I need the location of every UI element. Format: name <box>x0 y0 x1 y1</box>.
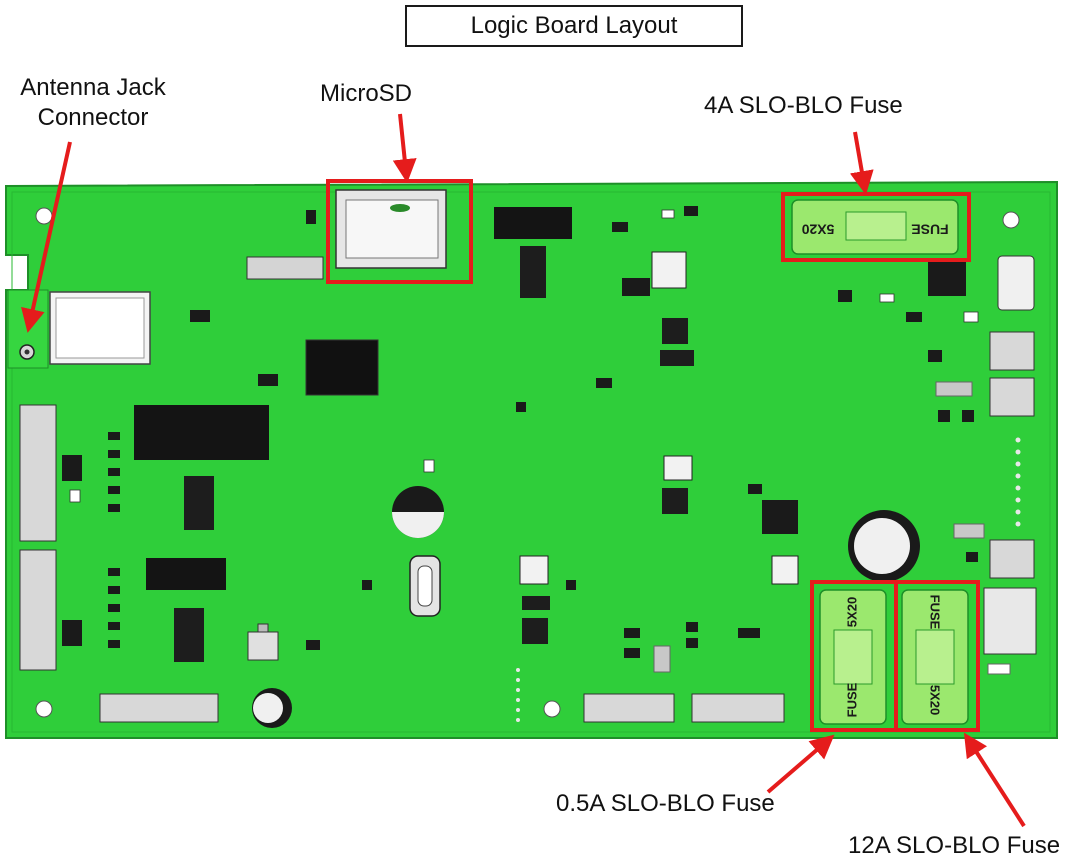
soic-chip <box>660 350 694 366</box>
pcb-board <box>5 180 1058 739</box>
arrow-antenna <box>21 141 72 333</box>
grey-pad <box>953 523 985 539</box>
fuse-4a-marking-size: 5X20 <box>801 221 834 237</box>
ic-package <box>663 455 693 481</box>
fuse-05a-marking-fuse: FUSE <box>844 682 859 717</box>
top-ic <box>494 207 572 239</box>
electrolytic-cap-face <box>253 693 283 723</box>
side-ic <box>62 455 82 481</box>
mounting-hole <box>1002 211 1020 229</box>
right-connector <box>989 539 1035 579</box>
ic-package <box>519 555 549 585</box>
voltage-regulator <box>247 631 279 661</box>
large-ic <box>134 405 269 460</box>
callout-microsd: MicroSD <box>320 80 413 107</box>
mounting-hole <box>543 700 561 718</box>
callout-arrows <box>21 113 1026 828</box>
power-mosfet <box>928 262 966 296</box>
fuse-12a-holder: FUSE 5X20 <box>901 589 969 725</box>
diagram-title: Logic Board Layout <box>405 5 743 47</box>
right-connector <box>989 331 1035 371</box>
bottom-connector <box>583 693 675 723</box>
side-ic <box>62 620 82 646</box>
large-ic <box>146 558 226 590</box>
power-mosfet <box>762 500 798 534</box>
highlight-fuse-12a <box>894 580 980 732</box>
soic-chip <box>184 476 214 530</box>
side-connector <box>19 404 57 542</box>
right-connector <box>983 587 1037 655</box>
fuse-12a-marking-size: 5X20 <box>928 685 943 715</box>
highlight-fuse-4a <box>781 192 971 262</box>
fuse-05a-marking-size: 5X20 <box>844 597 859 627</box>
electrolytic-cap-face <box>854 518 910 574</box>
grey-pad <box>987 663 1011 675</box>
header-connector <box>246 256 324 280</box>
mounting-hole <box>35 207 53 225</box>
microsd-detect <box>390 204 410 212</box>
side-connector <box>19 549 57 671</box>
smd-components <box>108 206 978 658</box>
arrow-microsd <box>392 113 417 184</box>
callout-fuse-05a: 0.5A SLO-BLO Fuse <box>556 790 775 817</box>
soic-chip <box>174 608 204 662</box>
right-connector <box>997 255 1035 311</box>
callout-fuse-4a: 4A SLO-BLO Fuse <box>704 92 903 119</box>
soic-chip <box>662 488 688 514</box>
processor-chip <box>305 339 379 396</box>
ic-package <box>651 251 687 289</box>
arrow-fuse-05a <box>766 734 835 794</box>
callout-antenna-line1: Antenna Jack <box>20 74 166 101</box>
right-connector <box>989 377 1035 417</box>
fuse-12a-marking-fuse: FUSE <box>928 595 943 630</box>
soic-chip <box>522 618 548 644</box>
grey-pad <box>935 381 973 397</box>
fuse-4a-marking-fuse: FUSE <box>911 221 948 237</box>
callout-antenna-jack: Antenna Jack Connector <box>14 73 172 133</box>
bottom-connector <box>691 693 785 723</box>
callout-fuse-12a: 12A SLO-BLO Fuse <box>848 832 1061 859</box>
usb-c-opening <box>417 565 433 607</box>
arrow-fuse-4a <box>849 131 874 196</box>
fuse-05a-holder: 5X20 FUSE <box>819 589 887 725</box>
electrolytic-cap-face <box>392 512 444 538</box>
soic-chip <box>522 596 550 610</box>
antenna-jack-pin <box>24 349 30 355</box>
soic-chip <box>520 246 546 298</box>
mounting-hole <box>35 700 53 718</box>
rf-module-shield <box>55 297 145 359</box>
soic-chip <box>662 318 688 344</box>
callout-antenna-line2: Connector <box>37 104 149 131</box>
bottom-connector <box>99 693 219 723</box>
fuse-4a-holder: FUSE 5X20 <box>791 199 959 255</box>
grey-pad <box>653 645 671 673</box>
arrow-fuse-12a <box>963 732 1026 828</box>
white-smd-components <box>69 209 979 503</box>
regulator-tab <box>257 623 269 633</box>
pcb-inner-area <box>11 191 1051 733</box>
test-points <box>516 437 1021 722</box>
ic-package <box>771 555 799 585</box>
